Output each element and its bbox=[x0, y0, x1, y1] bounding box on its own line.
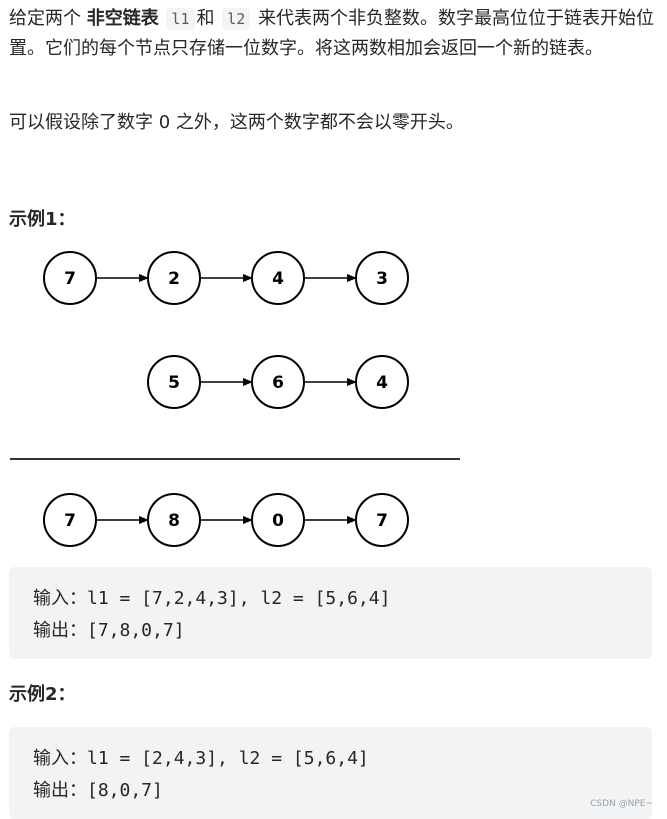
result-node-value-3: 7 bbox=[376, 511, 388, 531]
description-bold-term: 非空链表 bbox=[86, 8, 159, 29]
example1-input-line: 输入：l1 = [7,2,4,3], l2 = [5,6,4] bbox=[33, 583, 628, 615]
example2-input-label: 输入： bbox=[33, 748, 87, 769]
result-node-value-0: 7 bbox=[64, 511, 76, 531]
list1-row: 7 2 4 3 bbox=[43, 251, 409, 305]
example1-input-label: 输入： bbox=[33, 588, 87, 609]
example1-heading: 示例1： bbox=[9, 209, 76, 230]
example2-input-value: l1 = [2,4,3], l2 = [5,6,4] bbox=[87, 748, 369, 769]
description-part1: 给定两个 bbox=[9, 8, 81, 29]
example1-output-label: 输出： bbox=[33, 620, 87, 641]
list1-node-value-2: 4 bbox=[272, 269, 284, 289]
list1-node-value-3: 3 bbox=[376, 269, 388, 289]
list2-node-2 bbox=[355, 355, 409, 409]
watermark: CSDN @NPE~ bbox=[590, 799, 653, 809]
example1-output-line: 输出：[7,8,0,7] bbox=[33, 615, 628, 647]
result-row: 7 8 0 7 bbox=[43, 493, 409, 547]
example2-code-block: 输入：l1 = [2,4,3], l2 = [5,6,4] 输出：[8,0,7] bbox=[9, 727, 652, 819]
list1-node-3 bbox=[355, 251, 409, 305]
description-part2: 和 bbox=[196, 8, 215, 29]
example2-output-value: [8,0,7] bbox=[87, 780, 163, 801]
problem-note: 可以假设除了数字 0 之外，这两个数字都不会以零开头。 bbox=[9, 112, 464, 133]
result-node-3 bbox=[355, 493, 409, 547]
example2-output-label: 输出： bbox=[33, 780, 87, 801]
example2-input-line: 输入：l1 = [2,4,3], l2 = [5,6,4] bbox=[33, 743, 628, 775]
example2-output-line: 输出：[8,0,7] bbox=[33, 775, 628, 807]
result-node-value-1: 8 bbox=[168, 511, 180, 531]
list2-node-value-1: 6 bbox=[272, 373, 284, 393]
example1-input-value: l1 = [7,2,4,3], l2 = [5,6,4] bbox=[87, 588, 391, 609]
list2-node-value-2: 4 bbox=[376, 373, 388, 393]
list2-node-value-0: 5 bbox=[168, 373, 180, 393]
list1-node-value-0: 7 bbox=[64, 269, 76, 289]
example2-heading: 示例2： bbox=[9, 684, 76, 705]
linked-list-diagram: 7 2 4 3 5 6 4 7 8 0 7 bbox=[10, 251, 460, 547]
inline-code-l2: l2 bbox=[222, 8, 251, 30]
result-node-value-2: 0 bbox=[272, 511, 284, 531]
list2-row: 5 6 4 bbox=[147, 355, 409, 409]
description-part3: 来代表两个非负整数。数字最高位位于链表开始位置。它们的每个节点只存储一位数字。将… bbox=[9, 8, 655, 59]
example1-code-block: 输入：l1 = [7,2,4,3], l2 = [5,6,4] 输出：[7,8,… bbox=[9, 567, 652, 659]
inline-code-l1: l1 bbox=[166, 8, 195, 30]
example1-output-value: [7,8,0,7] bbox=[87, 620, 185, 641]
list1-node-value-1: 2 bbox=[168, 269, 180, 289]
